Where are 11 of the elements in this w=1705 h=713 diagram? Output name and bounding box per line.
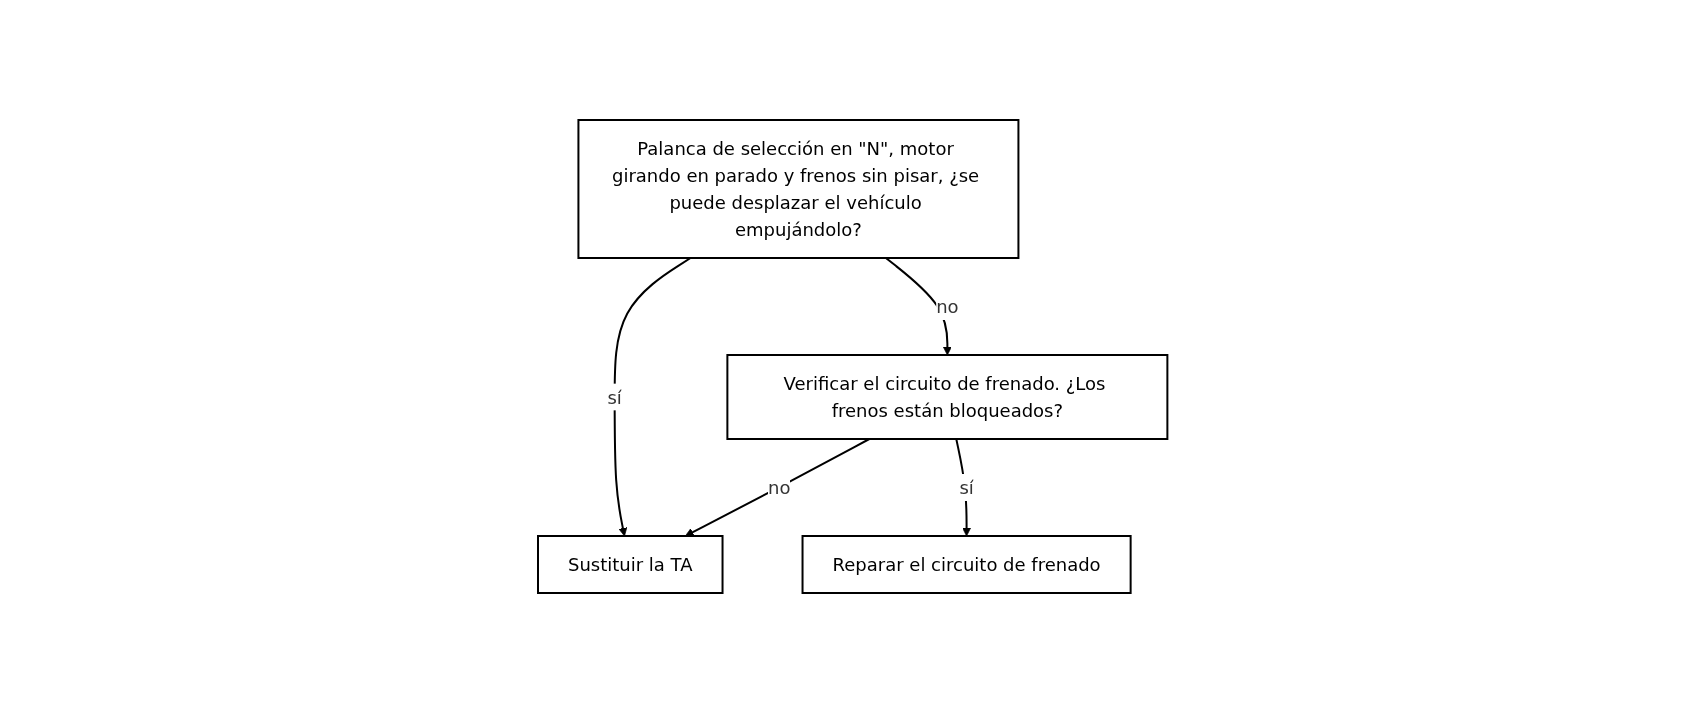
node-box: Sustituir la TA	[536, 535, 724, 594]
node-box: Palanca de selección en "N", motor girando en parado y frenos sin pisar, ¿se puede desplazar el vehículo empujándolo?	[577, 119, 1020, 259]
edge-label: no	[935, 296, 959, 317]
node-box: Reparar el circuito de frenado	[801, 535, 1132, 594]
node-box: Verificar el circuito de frenado. ¿Los frenos están bloqueados?	[726, 354, 1169, 440]
arrow	[884, 257, 952, 356]
edge-label: sí	[959, 477, 974, 498]
arrow	[684, 438, 871, 537]
edge-label: no	[767, 477, 791, 498]
arrow	[613, 257, 692, 537]
edge-label: sí	[607, 386, 622, 408]
